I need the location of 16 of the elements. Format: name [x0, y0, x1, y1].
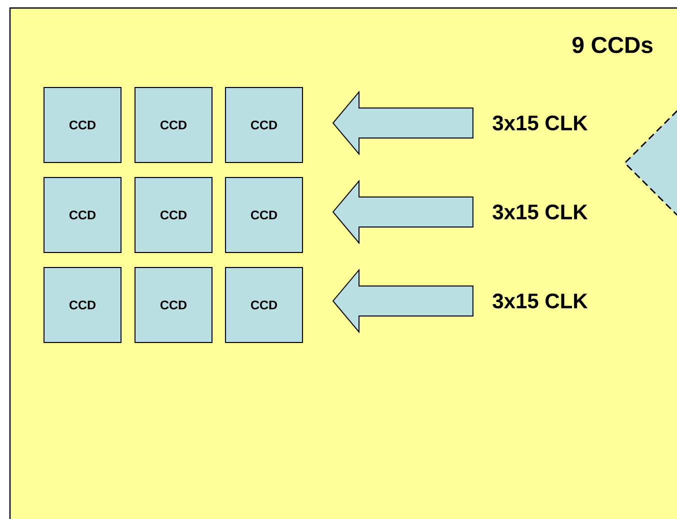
ccd-box: CCD: [225, 267, 303, 343]
clock-label: 3x15 CLK: [492, 294, 588, 308]
block-arrow: [332, 268, 474, 334]
ccd-box: CCD: [134, 267, 212, 343]
ccd-box: CCD: [44, 177, 122, 253]
ccd-box: CCD: [44, 267, 122, 343]
ccd-box: CCD: [225, 87, 303, 163]
block-arrow: [332, 90, 474, 156]
ccd-box: CCD: [225, 177, 303, 253]
dashed-diamond: [624, 110, 677, 216]
ccd-box: CCD: [134, 87, 212, 163]
clock-label: 3x15 CLK: [492, 204, 588, 220]
block-arrow: [332, 180, 474, 244]
ccd-box: CCD: [44, 87, 122, 163]
clock-label: 3x15 CLK: [492, 116, 588, 130]
ccd-box: CCD: [134, 177, 212, 253]
